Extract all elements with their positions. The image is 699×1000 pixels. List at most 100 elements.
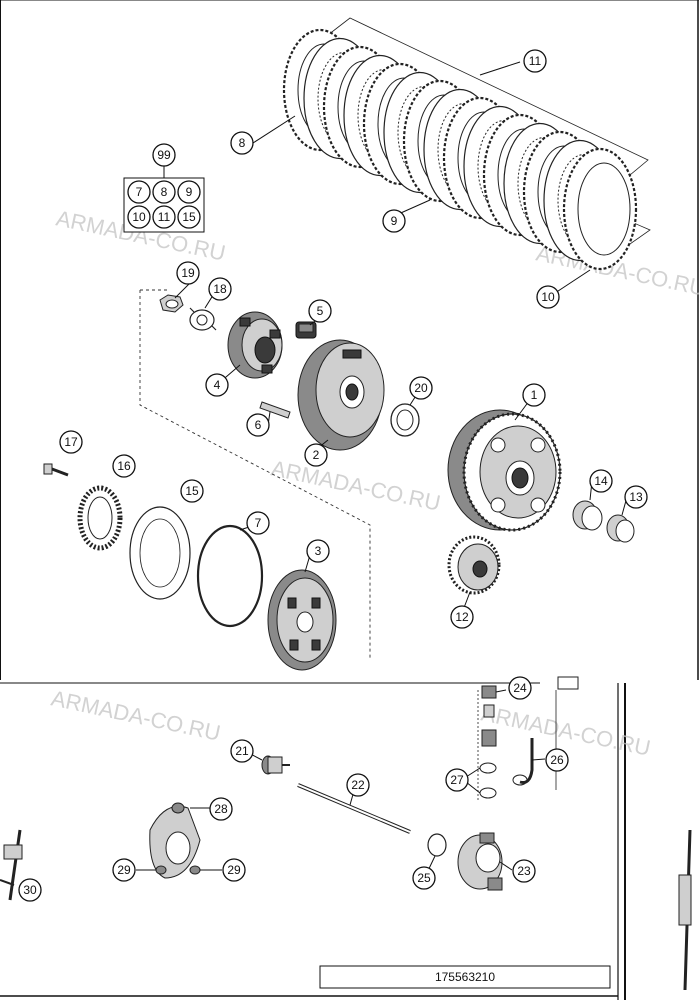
svg-text:24: 24 [513, 681, 527, 695]
callout-26: 26 [545, 748, 569, 772]
callout-13: 13 [624, 485, 648, 509]
svg-text:27: 27 [450, 773, 464, 787]
exploded-outline [139, 289, 371, 660]
svg-text:11: 11 [158, 210, 171, 224]
svg-text:29: 29 [117, 863, 131, 877]
svg-text:22: 22 [351, 778, 365, 792]
callout-30: 30 [18, 878, 42, 902]
svg-text:9: 9 [391, 214, 398, 228]
svg-text:16: 16 [117, 459, 131, 473]
kit-item-7: 7 [127, 180, 151, 204]
kit-item-15: 15 [177, 205, 201, 229]
svg-text:12: 12 [455, 610, 469, 624]
svg-text:30: 30 [23, 883, 37, 897]
svg-text:3: 3 [315, 544, 322, 558]
callout-23: 23 [512, 859, 536, 883]
svg-text:25: 25 [417, 871, 431, 885]
callout-29-right: 29 [222, 858, 246, 882]
svg-text:14: 14 [594, 474, 608, 488]
svg-text:28: 28 [214, 802, 228, 816]
svg-text:20: 20 [414, 381, 428, 395]
svg-text:19: 19 [181, 266, 195, 280]
pressure-plate-part [267, 569, 337, 671]
callout-19: 19 [176, 261, 200, 285]
friction-plate [562, 147, 638, 271]
callout-25: 25 [412, 866, 436, 890]
callout-2: 2 [304, 443, 328, 467]
svg-text:23: 23 [517, 864, 531, 878]
svg-text:15: 15 [182, 210, 196, 224]
slave-cylinder-part [457, 832, 503, 891]
pressure-cap-part [227, 311, 283, 379]
svg-text:10: 10 [541, 290, 555, 304]
hose-tool-part [0, 829, 23, 901]
svg-text:6: 6 [255, 418, 262, 432]
callout-20: 20 [409, 376, 433, 400]
svg-text:18: 18 [213, 282, 227, 296]
kit-item-11: 11 [152, 205, 176, 229]
screw-part [43, 463, 69, 477]
svg-text:29: 29 [227, 863, 241, 877]
callout-24-box [555, 676, 579, 790]
svg-text:17: 17 [64, 435, 78, 449]
banjo-fitting-part [512, 738, 534, 786]
svg-text:2: 2 [313, 448, 320, 462]
svg-text:4: 4 [214, 378, 221, 392]
clutch-plate-stack [282, 17, 651, 271]
svg-text:10: 10 [132, 210, 146, 224]
callout-10: 10 [536, 285, 560, 309]
side-tool-part [678, 829, 692, 991]
callout-99: 99 [152, 143, 176, 167]
callout-8: 8 [230, 131, 254, 155]
callout-12: 12 [450, 605, 474, 629]
callout-9: 9 [382, 209, 406, 233]
kit-item-8: 8 [152, 180, 176, 204]
callout-18: 18 [208, 277, 232, 301]
kit-item-9: 9 [177, 180, 201, 204]
axial-bearing-part [77, 485, 123, 551]
callout-21: 21 [230, 739, 254, 763]
callout-5: 5 [308, 299, 332, 323]
callout-7: 7 [246, 511, 270, 535]
document-number-box: 175563210 [319, 965, 611, 989]
kit-item-10: 10 [127, 205, 151, 229]
svg-text:ARMADA-CO.RU: ARMADA-CO.RU [49, 685, 223, 745]
inner-hub-part [297, 339, 385, 451]
callout-11: 11 [523, 49, 547, 73]
callout-14: 14 [589, 469, 613, 493]
callout-16: 16 [112, 454, 136, 478]
svg-text:26: 26 [550, 753, 564, 767]
callout-27: 27 [445, 768, 469, 792]
push-rod-piston-part [261, 755, 290, 775]
svg-text:8: 8 [161, 185, 168, 199]
o-ring-part [196, 524, 264, 628]
callout-6: 6 [246, 413, 270, 437]
callout-1: 1 [522, 383, 546, 407]
callout-24: 24 [508, 676, 532, 700]
svg-text:21: 21 [235, 744, 249, 758]
nut-part [159, 294, 184, 313]
svg-text:5: 5 [317, 304, 324, 318]
block-part [295, 321, 317, 339]
callout-29-left: 29 [112, 858, 136, 882]
callout-28: 28 [209, 797, 233, 821]
svg-text:13: 13 [629, 490, 643, 504]
needle-bush-part [572, 500, 603, 531]
bleeder-valve-stack [477, 685, 497, 800]
callout-17: 17 [59, 430, 83, 454]
thrust-washer-part [390, 403, 420, 437]
sleeve-part [606, 514, 635, 543]
outer-basket-part [447, 409, 562, 532]
pin-part [259, 401, 291, 419]
svg-text:11: 11 [529, 54, 542, 68]
document-number: 175563210 [435, 970, 495, 984]
disc-part [129, 506, 191, 600]
svg-text:8: 8 [239, 136, 246, 150]
push-rod-part [297, 783, 411, 834]
callout-15: 15 [180, 479, 204, 503]
svg-text:15: 15 [185, 484, 199, 498]
master-cylinder-part [149, 802, 201, 879]
svg-text:ARMADA-CO.RU: ARMADA-CO.RU [479, 700, 653, 760]
